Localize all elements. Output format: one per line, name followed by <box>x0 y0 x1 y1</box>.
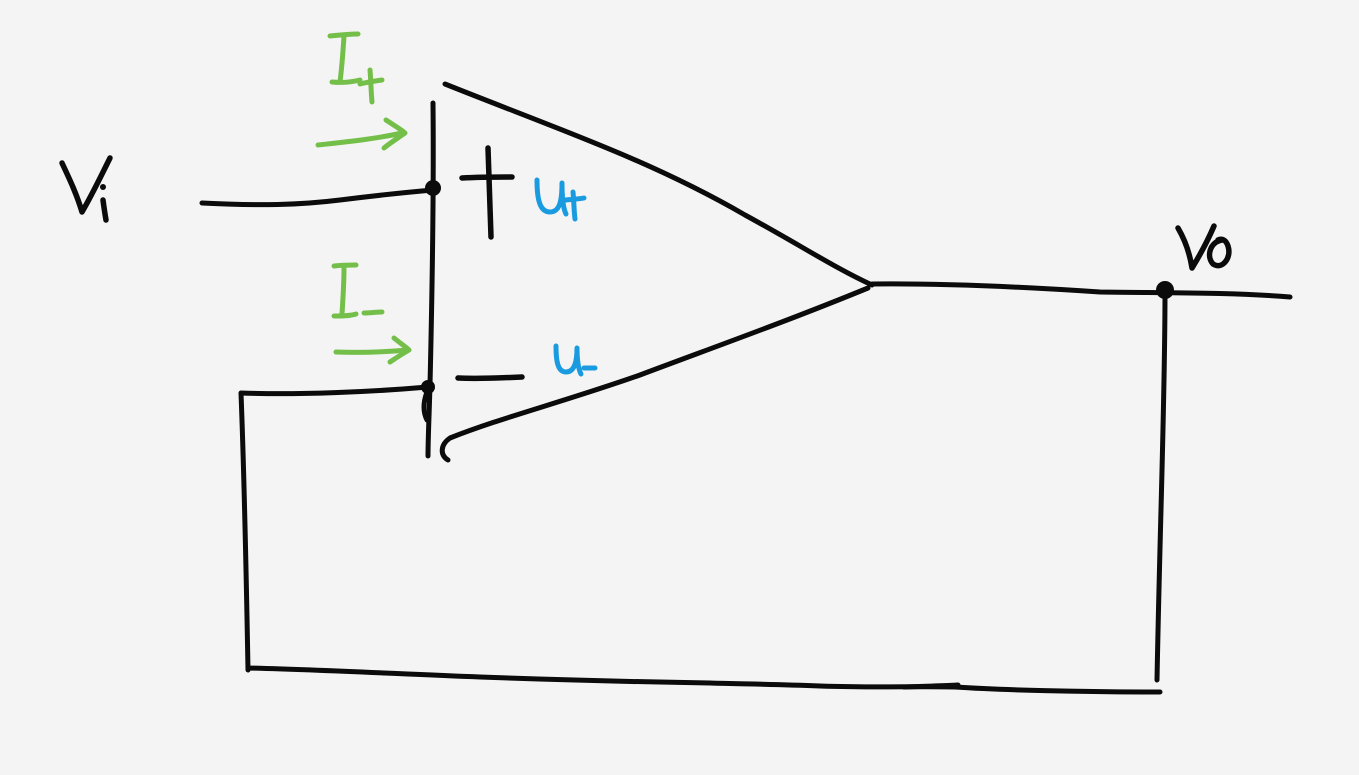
opamp-input-edge <box>425 100 436 459</box>
minus-sign: - <box>455 374 525 382</box>
input-wire <box>199 187 436 208</box>
inverting-node-dot <box>421 380 435 394</box>
opamp-lower-edge <box>439 285 871 463</box>
label-vo: Vo <box>1175 223 1232 271</box>
current-arrow-plus <box>315 117 408 151</box>
label-i-minus: I- <box>331 262 385 319</box>
inverting-junction-tick <box>421 389 430 423</box>
current-arrow-minus <box>333 335 412 365</box>
feedback-stroke-mark <box>901 682 961 690</box>
plus-sign: + <box>459 145 515 240</box>
feedback-wire <box>238 289 1168 695</box>
opamp-upper-edge <box>442 81 875 288</box>
output-wire <box>869 281 1293 300</box>
label-u-minus: u- <box>553 343 598 377</box>
label-u-plus: u+ <box>534 177 587 222</box>
noninverting-node-dot <box>425 180 441 196</box>
label-vi: Vi <box>59 155 113 223</box>
label-i-plus: I+ <box>327 31 385 105</box>
